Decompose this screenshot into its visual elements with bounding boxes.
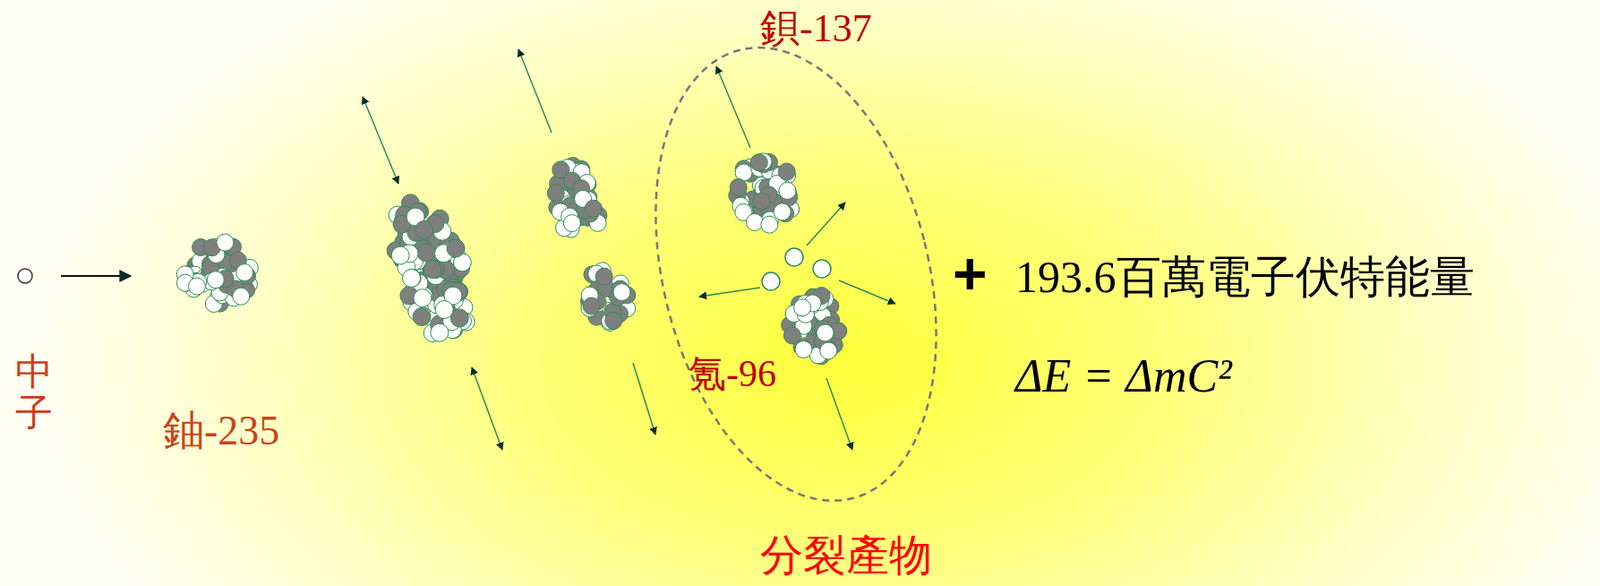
nucleon: [595, 267, 613, 285]
free-neutrons: [761, 248, 831, 291]
nucleon: [773, 203, 791, 221]
krypton-label: 氪-96: [688, 354, 777, 393]
barium-label: 鋇-137: [760, 8, 873, 49]
nucleon: [423, 260, 442, 279]
nucleon: [402, 268, 421, 287]
plus-sign: +: [952, 243, 988, 303]
nucleon: [795, 341, 813, 359]
nucleon: [750, 154, 768, 172]
uranium-label: 鈾-235: [162, 410, 280, 452]
neutron: [17, 268, 131, 283]
nucleon: [417, 243, 436, 262]
nucleon: [613, 283, 631, 301]
nucleon: [446, 239, 465, 257]
nucleon: [584, 199, 602, 217]
nucleon: [402, 268, 421, 287]
nucleon: [232, 287, 250, 305]
nucleon: [547, 184, 565, 202]
nucleon: [415, 221, 434, 240]
nuclei: [176, 153, 848, 365]
nucleon: [435, 300, 454, 319]
nucleon: [745, 213, 763, 232]
nucleon: [412, 308, 431, 326]
nucleon: [778, 181, 796, 199]
nucleon: [820, 342, 838, 360]
nucleon: [206, 271, 224, 289]
nucleon: [582, 297, 600, 315]
nucleon: [605, 312, 623, 330]
nucleon: [729, 178, 747, 196]
nucleon: [391, 246, 410, 265]
nucleon: [430, 323, 449, 342]
motion-arrows: [362, 49, 896, 450]
fission-products-outline: [611, 17, 981, 531]
nucleon: [752, 192, 771, 210]
fission-products-label: 分裂產物: [760, 533, 933, 577]
nucleon: [216, 233, 234, 251]
neutron-label: 中子: [15, 350, 53, 434]
nucleon: [794, 299, 812, 317]
nucleon: [761, 215, 779, 233]
nucleon: [816, 324, 834, 342]
nucleon: [563, 214, 581, 232]
nucleon: [783, 326, 801, 344]
nucleon: [236, 264, 254, 282]
nucleon: [820, 341, 838, 359]
nucleon: [188, 277, 206, 295]
energy-equation: ΔE = ΔmC²: [1015, 352, 1233, 400]
energy-label: 193.6百萬電子伏特能量: [1015, 254, 1475, 300]
nucleon: [413, 289, 432, 308]
nucleon: [778, 162, 796, 180]
